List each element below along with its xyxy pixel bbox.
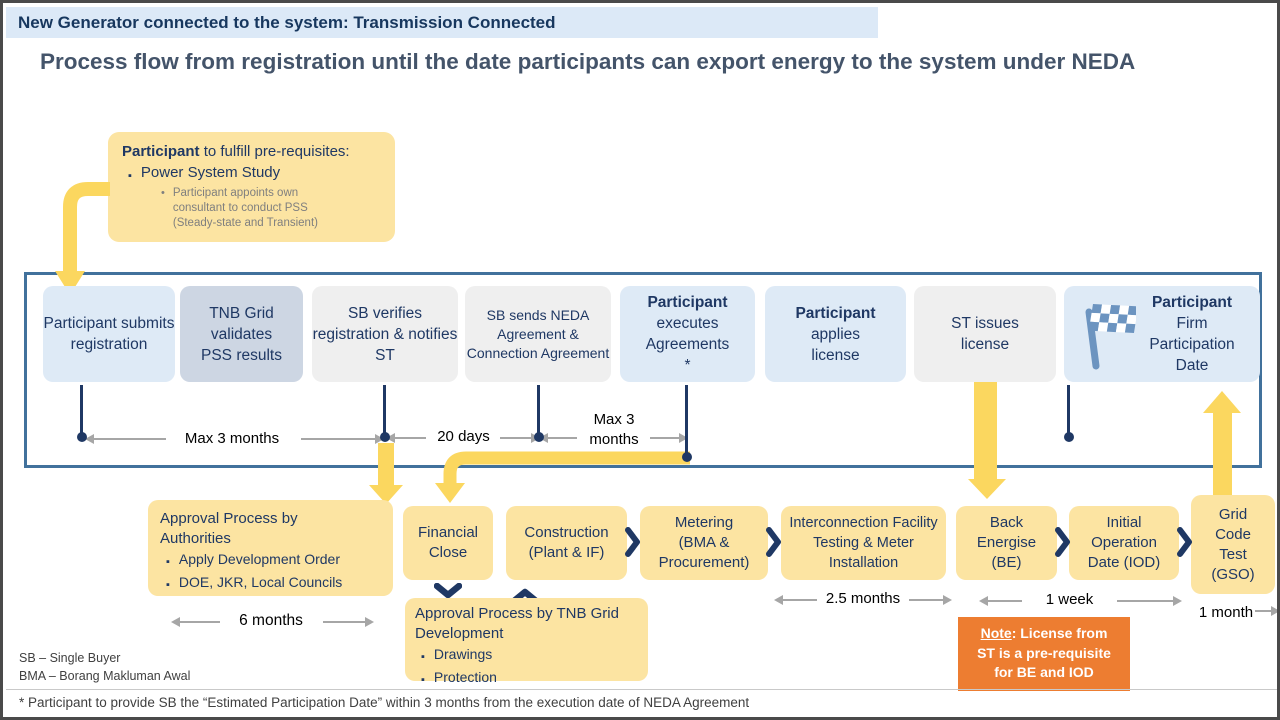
- legend-item: SB – Single Buyer: [19, 651, 121, 665]
- banner-title: New Generator connected to the system: T…: [18, 12, 556, 32]
- step-construction: Construction (Plant & IF): [506, 506, 627, 580]
- measure-arrow: [909, 595, 952, 605]
- step-metering: Metering (BMA & Procurement): [640, 506, 768, 580]
- arrow-head-up: [1203, 391, 1241, 413]
- arrow-to-approval-authorities: [378, 443, 394, 485]
- duration-label: Max 3 months: [184, 430, 280, 447]
- duration-label: Max 3 months: [589, 411, 639, 448]
- timeline-tick: [1067, 385, 1070, 433]
- measure-arrow: [1117, 596, 1182, 606]
- callout-bullet: ▪ Power System Study: [122, 163, 381, 186]
- square-bullet-icon: ▪: [166, 579, 170, 591]
- callout-subbullet: • Participant appoints own consultant to…: [161, 187, 318, 229]
- approval-authorities-box: Approval Process by Authorities ▪Apply D…: [148, 500, 393, 596]
- measure-arrow: [500, 433, 540, 443]
- page-title: Process flow from registration until the…: [40, 49, 1136, 74]
- timeline-tick: [383, 385, 386, 433]
- dot-bullet-icon: •: [161, 187, 165, 199]
- callout-elbow-arrow: [55, 182, 110, 295]
- footnote: * Participant to provide SB the “Estimat…: [19, 695, 750, 710]
- measure-arrow: [1255, 606, 1277, 616]
- step-back-energise: Back Energise (BE): [956, 506, 1057, 580]
- timeline-tick: [537, 385, 540, 433]
- arrow-head: [968, 479, 1006, 499]
- duration-label: 2.5 months: [825, 590, 901, 607]
- measure-arrow: [774, 595, 817, 605]
- step-initial-operation-date: Initial Operation Date (IOD): [1069, 506, 1179, 580]
- chevron-right-icon: [1177, 527, 1192, 557]
- duration-label: 1 month: [1198, 604, 1254, 621]
- arrow-head: [369, 485, 403, 504]
- flow-frame: [24, 272, 1262, 468]
- timeline-tick: [80, 385, 83, 433]
- square-bullet-icon: ▪: [421, 674, 425, 686]
- duration-label: 6 months: [239, 612, 303, 629]
- header-banner: New Generator connected to the system: T…: [6, 7, 878, 38]
- measure-arrow: [85, 434, 166, 444]
- prerequisite-callout: Participant to fulfill pre-requisites: ▪…: [108, 132, 395, 242]
- measure-arrow: [171, 617, 220, 627]
- duration-label: 1 week: [1045, 591, 1094, 608]
- arrow-to-back-energise: [974, 382, 997, 479]
- flow-box-sb-verifies: SB verifies registration & notifies ST: [312, 286, 458, 382]
- square-bullet-icon: ▪: [421, 651, 425, 663]
- flow-box-submit-registration: Participant submits registration: [43, 286, 175, 382]
- chevron-right-icon: [625, 527, 640, 557]
- timeline-tick: [685, 385, 688, 453]
- flow-box-st-issues-license: ST issues license: [914, 286, 1056, 382]
- step-financial-close: Financial Close: [403, 506, 493, 580]
- footnote-divider: [6, 689, 1277, 690]
- flow-box-applies-license: Participant applies license: [765, 286, 906, 382]
- flow-box-sb-sends-neda: SB sends NEDA Agreement & Connection Agr…: [465, 286, 611, 382]
- checkered-flag-icon: [1085, 304, 1136, 370]
- duration-label: 20 days: [437, 428, 490, 445]
- measure-arrow: [539, 433, 577, 443]
- measure-arrow: [301, 434, 384, 444]
- square-bullet-icon: ▪: [166, 556, 170, 568]
- measure-arrow: [650, 433, 688, 443]
- arrow-from-gct: [1213, 412, 1232, 498]
- measure-arrow: [323, 617, 374, 627]
- tnb-grid-development-box: Approval Process by TNB Grid Development…: [405, 598, 648, 686]
- chevron-right-icon: [766, 527, 781, 557]
- license-note: Note: License from ST is a pre-requisite…: [958, 617, 1130, 691]
- flow-box-executes-agreements: Participant executes Agreements *: [620, 286, 755, 382]
- chevron-down-icon: [434, 583, 462, 599]
- square-bullet-icon: ▪: [128, 170, 132, 182]
- asterisk: *: [684, 357, 691, 374]
- legend: SB – Single Buyer BMA – Borang Makluman …: [19, 649, 190, 685]
- arrow-to-financial-close: [435, 451, 690, 503]
- measure-arrow: [386, 433, 426, 443]
- measure-arrow: [979, 596, 1022, 606]
- step-grid-code-test: Grid Code Test (GSO): [1191, 495, 1275, 594]
- chevron-right-icon: [1055, 527, 1070, 557]
- callout-heading: Participant to fulfill pre-requisites:: [122, 143, 350, 160]
- legend-item: BMA – Borang Makluman Awal: [19, 669, 191, 683]
- flow-box-tnb-validates: TNB Grid validates PSS results: [180, 286, 303, 382]
- step-interconnection-testing: Interconnection Facility Testing & Meter…: [781, 506, 946, 580]
